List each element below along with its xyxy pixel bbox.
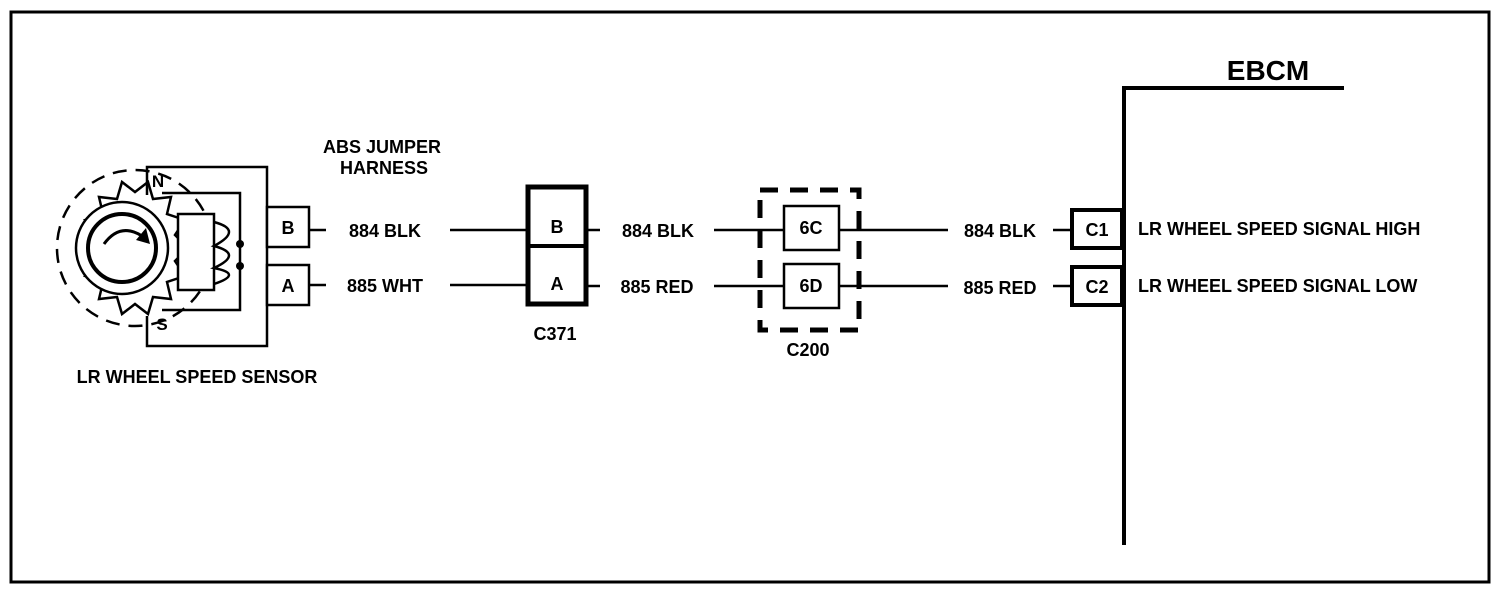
wire-885-red-label-1: 885 RED	[620, 277, 693, 297]
sensor-pin-b-box	[265, 205, 311, 249]
wire-884-blk-label-2: 884 BLK	[622, 221, 694, 241]
rotation-arrow-icon	[102, 229, 143, 245]
sensor-hub-inner	[86, 212, 158, 284]
rotation-arrowhead-icon	[136, 228, 150, 244]
ebcm-signal-high-label: LR WHEEL SPEED SIGNAL HIGH	[1138, 219, 1420, 239]
c371-pin-b-label: B	[551, 217, 564, 237]
magnet-pole-top	[162, 191, 242, 312]
c371-name-label: C371	[533, 324, 576, 344]
wheel-speed-sensor: N S B A LR WHEEL SPEED SENSOR	[55, 165, 318, 387]
connector-c371: B A C371	[525, 184, 589, 344]
magnet-housing-outer	[145, 165, 269, 348]
c200-pin-6c-box	[782, 204, 841, 252]
pole-south-label: S	[156, 315, 167, 334]
ebcm-boundary	[1122, 86, 1344, 545]
c200-pin-6c-label: 6C	[799, 218, 822, 238]
pole-north-label: N	[152, 172, 164, 191]
coil-terminal-bottom	[236, 262, 244, 270]
sensor-coil	[210, 220, 231, 286]
jumper-harness-label-line1: ABS JUMPER	[323, 137, 441, 157]
c200-dashed-housing	[757, 187, 862, 333]
ebcm-title: EBCM	[1227, 55, 1309, 86]
ebcm-pin-c1-box	[1070, 208, 1124, 250]
ebcm-pin-c2-label: C2	[1085, 277, 1108, 297]
wire-885-wht-label: 885 WHT	[347, 276, 423, 296]
coil-terminal-top	[236, 240, 244, 248]
ebcm-pin-c2-box	[1070, 265, 1124, 307]
jumper-harness-label-line2: HARNESS	[340, 158, 428, 178]
diagram-frame	[9, 10, 1491, 584]
wire-884-blk-label-1: 884 BLK	[349, 221, 421, 241]
magnet-core	[176, 212, 216, 292]
c371-pin-a-label: A	[551, 274, 564, 294]
sensor-title: LR WHEEL SPEED SENSOR	[77, 367, 318, 387]
wire-884-blk-label-3: 884 BLK	[964, 221, 1036, 241]
wire-885-red-label-2: 885 RED	[963, 278, 1036, 298]
sensor-pin-a-label: A	[282, 276, 295, 296]
c200-pin-6d-label: 6D	[799, 276, 822, 296]
c200-name-label: C200	[786, 340, 829, 360]
connector-c200: 6C 6D C200	[757, 187, 862, 360]
ebcm-module: EBCM C1 C2 LR WHEEL SPEED SIGNAL HIGH LR…	[1070, 55, 1420, 545]
sensor-pin-a-box	[265, 263, 311, 307]
ebcm-signal-low-label: LR WHEEL SPEED SIGNAL LOW	[1138, 276, 1417, 296]
ebcm-pin-c1-label: C1	[1085, 220, 1108, 240]
sensor-pin-b-label: B	[282, 218, 295, 238]
